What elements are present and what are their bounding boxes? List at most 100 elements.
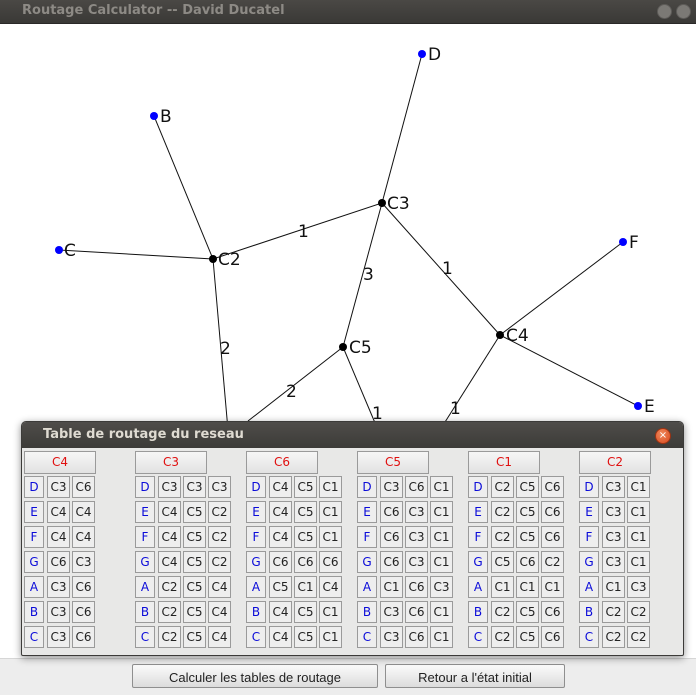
- next-hop-cell: C1: [430, 501, 453, 523]
- next-hop-cell: C6: [380, 526, 403, 548]
- edge-c5-c6: [342, 346, 379, 431]
- next-hop-cell: C1: [627, 551, 650, 573]
- next-hop-cell: C1: [380, 576, 403, 598]
- next-hop-cell: C1: [319, 626, 342, 648]
- destination-cell: G: [246, 551, 266, 573]
- next-hop-cell: C3: [405, 551, 428, 573]
- next-hop-cell: C6: [380, 551, 403, 573]
- node-b-label: B: [160, 107, 172, 127]
- edge-weight-c5-c1: 2: [286, 382, 297, 402]
- next-hop-cell: C3: [183, 476, 206, 498]
- destination-cell: F: [24, 526, 44, 548]
- node-f-label: F: [629, 233, 639, 253]
- edge-c4-f: [499, 241, 624, 336]
- next-hop-cell: C1: [430, 526, 453, 548]
- next-hop-cell: C3: [602, 501, 625, 523]
- destination-cell: D: [246, 476, 266, 498]
- next-hop-cell: C2: [627, 601, 650, 623]
- node-e[interactable]: [634, 402, 642, 410]
- edge-c4-e: [499, 334, 639, 407]
- next-hop-cell: C6: [380, 501, 403, 523]
- next-hop-cell: C3: [380, 626, 403, 648]
- node-c2[interactable]: [209, 255, 217, 263]
- next-hop-cell: C1: [319, 526, 342, 548]
- next-hop-cell: C4: [72, 526, 95, 548]
- next-hop-cell: C2: [491, 526, 514, 548]
- minimize-window-button[interactable]: [657, 4, 672, 19]
- node-c5[interactable]: [339, 343, 347, 351]
- next-hop-cell: C3: [380, 476, 403, 498]
- edge-c2-b: [153, 115, 214, 260]
- edge-weight-c4-c6: 1: [450, 399, 461, 419]
- next-hop-cell: C6: [319, 551, 342, 573]
- maximize-window-button[interactable]: [676, 4, 691, 19]
- next-hop-cell: C4: [47, 526, 70, 548]
- calculate-routing-tables-button[interactable]: Calculer les tables de routage: [132, 664, 378, 688]
- next-hop-cell: C2: [491, 601, 514, 623]
- node-f[interactable]: [619, 238, 627, 246]
- destination-cell: C: [135, 626, 155, 648]
- node-c3[interactable]: [378, 199, 386, 207]
- next-hop-cell: C5: [183, 526, 206, 548]
- next-hop-cell: C6: [541, 626, 564, 648]
- edge-c3-c4: [381, 202, 501, 336]
- reset-initial-state-button[interactable]: Retour a l'état initial: [385, 664, 565, 688]
- next-hop-cell: C5: [183, 551, 206, 573]
- next-hop-cell: C4: [208, 601, 231, 623]
- routing-table-header: C2: [579, 451, 651, 474]
- edge-weight-c3-c4: 1: [442, 259, 453, 279]
- next-hop-cell: C5: [183, 626, 206, 648]
- next-hop-cell: C4: [158, 501, 181, 523]
- routing-table-header: C5: [357, 451, 429, 474]
- node-e-label: E: [644, 397, 655, 417]
- next-hop-cell: C4: [208, 626, 231, 648]
- next-hop-cell: C5: [294, 626, 317, 648]
- node-c2-label: C2: [218, 250, 241, 270]
- next-hop-cell: C2: [602, 601, 625, 623]
- next-hop-cell: C1: [430, 551, 453, 573]
- destination-cell: B: [357, 601, 377, 623]
- next-hop-cell: C2: [491, 476, 514, 498]
- next-hop-cell: C6: [72, 626, 95, 648]
- next-hop-cell: C2: [158, 626, 181, 648]
- destination-cell: G: [579, 551, 599, 573]
- next-hop-cell: C3: [602, 526, 625, 548]
- window-title: Routage Calculator -- David Ducatel: [22, 3, 285, 18]
- destination-cell: B: [246, 601, 266, 623]
- next-hop-cell: C6: [72, 576, 95, 598]
- node-c4[interactable]: [496, 331, 504, 339]
- next-hop-cell: C6: [541, 526, 564, 548]
- edge-c5-c1: [247, 346, 344, 422]
- destination-cell: D: [579, 476, 599, 498]
- next-hop-cell: C3: [47, 476, 70, 498]
- node-d[interactable]: [418, 50, 426, 58]
- next-hop-cell: C6: [405, 476, 428, 498]
- next-hop-cell: C6: [405, 601, 428, 623]
- destination-cell: D: [135, 476, 155, 498]
- dialog-titlebar: Table de routage du reseau ×: [22, 422, 683, 448]
- node-d-label: D: [428, 45, 441, 65]
- next-hop-cell: C3: [380, 601, 403, 623]
- next-hop-cell: C5: [516, 526, 539, 548]
- destination-cell: G: [135, 551, 155, 573]
- destination-cell: E: [135, 501, 155, 523]
- next-hop-cell: C4: [208, 576, 231, 598]
- node-c[interactable]: [55, 246, 63, 254]
- next-hop-cell: C1: [602, 576, 625, 598]
- next-hop-cell: C2: [158, 576, 181, 598]
- dialog-close-button[interactable]: ×: [655, 428, 671, 444]
- destination-cell: C: [24, 626, 44, 648]
- next-hop-cell: C4: [47, 501, 70, 523]
- node-c3-label: C3: [387, 194, 410, 214]
- destination-cell: F: [135, 526, 155, 548]
- next-hop-cell: C3: [430, 576, 453, 598]
- next-hop-cell: C2: [208, 526, 231, 548]
- next-hop-cell: C4: [158, 551, 181, 573]
- destination-cell: A: [579, 576, 599, 598]
- destination-cell: B: [135, 601, 155, 623]
- node-b[interactable]: [150, 112, 158, 120]
- window-titlebar: Routage Calculator -- David Ducatel: [0, 0, 696, 24]
- next-hop-cell: C6: [72, 601, 95, 623]
- destination-cell: A: [135, 576, 155, 598]
